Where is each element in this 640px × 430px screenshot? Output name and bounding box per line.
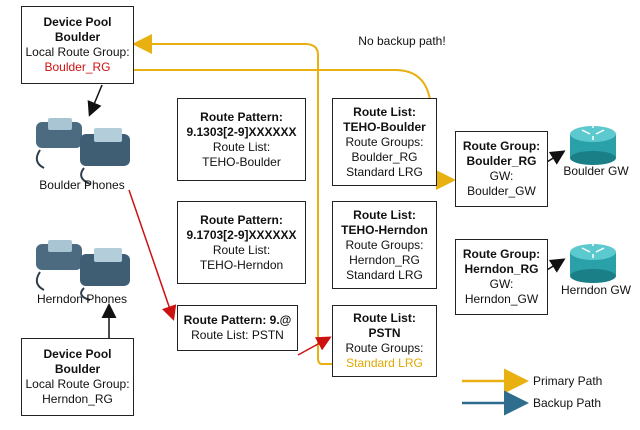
device-pool-boulder: Device Pool Boulder Local Route Group: B… (21, 6, 134, 84)
rp2-title: Route Pattern: (200, 212, 283, 227)
pool2-lrg-value: Herndon_RG (42, 392, 113, 406)
route-pattern-pstn: Route Pattern: 9.@ Route List: PSTN (177, 305, 298, 351)
device-pool-herndon: Device Pool Boulder Local Route Group: H… (21, 338, 134, 416)
pool2-title-2: Boulder (54, 362, 101, 376)
rl1-group-2: Standard LRG (346, 164, 423, 179)
rl2-name: TEHO-Herndon (341, 222, 428, 237)
boulder-phones-label: Boulder Phones (39, 178, 125, 192)
pool2-title-1: Device Pool (43, 347, 112, 361)
rg2-gw-label: GW: (489, 277, 514, 291)
legend-primary-label: Primary Path (533, 374, 603, 388)
rp2-pattern: 9.1703[2-9]XXXXXX (186, 227, 297, 242)
no-backup-note: No backup path! (358, 34, 446, 48)
arrow-phones-to-pattern (128, 189, 177, 321)
herndon-phones-label: Herndon Phones (36, 292, 128, 306)
phone-icon-herndon (35, 240, 130, 301)
arrow-pool-to-phones (87, 84, 103, 117)
route-list-teho-herndon: Route List: TEHO-Herndon Route Groups: H… (332, 201, 437, 289)
rl3-group-1: Standard LRG (346, 356, 423, 370)
rg1-gw-label: GW: (489, 169, 514, 183)
route-list-teho-boulder: Route List: TEHO-Boulder Route Groups: B… (332, 98, 437, 186)
rg2-gw-value: Herndon_GW (464, 292, 539, 306)
rl1-title: Route List: (353, 104, 416, 119)
arrow-pattern-to-pstn (297, 336, 332, 356)
rg1-gw-value: Boulder_GW (467, 184, 536, 198)
router-icon-herndon (570, 242, 616, 283)
rp1-pattern: 9.1303[2-9]XXXXXX (186, 124, 297, 139)
phone-icon-boulder (35, 118, 130, 185)
router-icon-boulder (570, 124, 616, 165)
route-group-boulder: Route Group: Boulder_RG GW: Boulder_GW (455, 131, 548, 207)
pool-lrg-label: Local Route Group: (25, 45, 130, 59)
rl1-groups-label: Route Groups: (345, 134, 424, 149)
rg1-title: Route Group: (462, 139, 541, 153)
rl3-name: PSTN (368, 326, 401, 340)
rl2-group-1: Herndon_RG (349, 252, 420, 267)
rl1-name: TEHO-Boulder (343, 119, 426, 134)
route-pattern-teho-herndon: Route Pattern: 9.1703[2-9]XXXXXX Route L… (177, 201, 306, 284)
rl2-groups-label: Route Groups: (345, 237, 424, 252)
rg2-name: Herndon_RG (464, 262, 539, 276)
primary-path-standard-lrg (132, 34, 355, 365)
route-list-pstn: Route List: PSTN Route Groups: Standard … (332, 305, 437, 377)
rp2-list-value: TEHO-Herndon (199, 257, 284, 272)
rg2-title: Route Group: (462, 247, 541, 261)
rl3-title: Route List: (353, 311, 416, 325)
rl1-group-1: Boulder_RG (351, 149, 418, 164)
herndon-gw-label: Herndon GW (560, 283, 632, 297)
rl2-group-2: Standard LRG (346, 267, 423, 282)
route-pattern-teho-boulder: Route Pattern: 9.1303[2-9]XXXXXX Route L… (177, 98, 306, 181)
rp3-list: Route List: PSTN (191, 328, 284, 342)
pool2-lrg-label: Local Route Group: (25, 377, 130, 391)
rl2-title: Route List: (353, 207, 416, 222)
pool-lrg-value: Boulder_RG (44, 60, 111, 74)
pool-title-1: Device Pool (43, 15, 112, 29)
boulder-gw-label: Boulder GW (563, 164, 629, 178)
rp2-list-label: Route List: (212, 242, 271, 257)
legend-backup-label: Backup Path (533, 396, 602, 410)
pool-title-2: Boulder (54, 30, 101, 44)
rp3-title: Route Pattern: 9.@ (183, 313, 292, 327)
rp1-list-value: TEHO-Boulder (202, 154, 281, 169)
rp1-title: Route Pattern: (200, 109, 283, 124)
rp1-list-label: Route List: (212, 139, 271, 154)
rl3-groups-label: Route Groups: (345, 341, 424, 355)
rg1-name: Boulder_RG (466, 154, 537, 168)
route-group-herndon: Route Group: Herndon_RG GW: Herndon_GW (455, 239, 548, 315)
